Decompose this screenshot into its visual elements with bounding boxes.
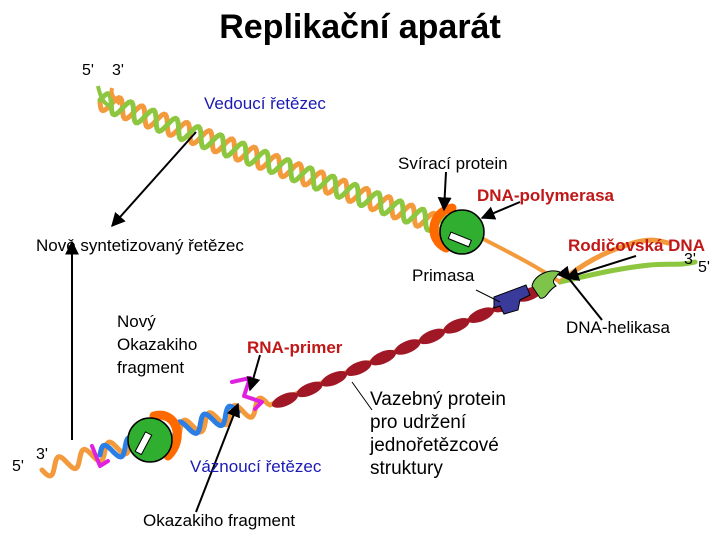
ssb-protein xyxy=(467,307,495,323)
rna-primer-label: RNA-primer xyxy=(247,338,343,357)
leading-strand-helix xyxy=(97,91,451,237)
ssb-line-2: pro udržení xyxy=(370,412,467,433)
leading-new-strand xyxy=(97,91,451,233)
ssb-line-1: Vazebný protein xyxy=(370,389,506,410)
primase-label: Primasa xyxy=(412,266,475,285)
bottom-5-end: 5' xyxy=(12,458,24,475)
polymerase-mark-lagging xyxy=(134,431,153,456)
ssb-protein xyxy=(296,381,323,398)
clamp-protein-label: Svírací protein xyxy=(398,154,508,173)
okazaki-fragment-label: Okazakiho fragment xyxy=(143,511,296,530)
okazaki-pointer xyxy=(195,402,240,513)
rna-primer-mark xyxy=(230,376,264,411)
parental-dna-label: Rodičovská DNA xyxy=(568,236,705,255)
ssb-protein xyxy=(369,349,397,366)
bottom-3-end: 3' xyxy=(36,446,48,463)
polymerase-body-lagging xyxy=(127,417,173,463)
ssb-protein xyxy=(443,318,470,334)
ssb-label: Vazebný protein pro udržení jednořetězco… xyxy=(370,388,506,480)
top-end-orange xyxy=(109,87,122,106)
top-5-end: 5' xyxy=(82,62,94,79)
parental-pointer xyxy=(564,255,637,281)
ssb-pointer xyxy=(351,381,373,411)
polymerase-body xyxy=(439,209,485,255)
top-end-green xyxy=(96,85,111,108)
ssb-protein xyxy=(271,392,299,408)
new-strand-pointer xyxy=(111,131,197,228)
diagram-title: Replikační aparát xyxy=(219,8,501,46)
helicase-shape xyxy=(531,270,561,299)
clamp-protein-lagging xyxy=(149,410,182,461)
ssb-protein xyxy=(394,339,421,355)
leading-parental-strand xyxy=(97,95,451,237)
helicase-pointer xyxy=(556,265,603,321)
helicase-label: DNA-helikasa xyxy=(566,318,670,337)
ssb-line-3: jednořetězcové xyxy=(370,435,499,456)
primase-pointer xyxy=(475,289,501,303)
top-3-end: 3' xyxy=(112,62,124,79)
dna-polymerase-label: DNA-polymerasa xyxy=(477,186,614,205)
dna-polymerase-lagging xyxy=(127,410,182,463)
ssb-protein xyxy=(345,360,372,376)
polymerase-pointer xyxy=(480,201,521,220)
clamp-pointer xyxy=(437,171,452,212)
new-okazaki-line-3: fragment xyxy=(117,358,185,377)
rna-primer-pointer xyxy=(246,354,261,392)
lagging-strand-label: Váznoucí řetězec xyxy=(190,457,322,476)
ssb-protein xyxy=(418,328,446,345)
ssb-protein xyxy=(320,371,348,387)
primase-shape xyxy=(493,284,531,315)
right-3-end: 3' xyxy=(684,251,696,268)
polymerase-mark xyxy=(447,231,472,248)
rna-primer-left xyxy=(90,444,110,468)
new-strand-label: Nově syntetizovaný řetězec xyxy=(36,236,244,255)
parental-strand-lower xyxy=(557,259,698,285)
new-okazaki-line-1: Nový xyxy=(117,312,156,331)
leading-strand-label: Vedoucí řetězec xyxy=(204,94,326,113)
new-okazaki-label: Nový Okazakiho fragment xyxy=(117,310,197,379)
ssb-line-4: struktury xyxy=(370,458,443,479)
dna-polymerase-leading xyxy=(429,203,485,255)
new-okazaki-line-2: Okazakiho xyxy=(117,335,198,354)
pointer-lines xyxy=(65,131,637,513)
right-5-end: 5' xyxy=(698,259,710,276)
